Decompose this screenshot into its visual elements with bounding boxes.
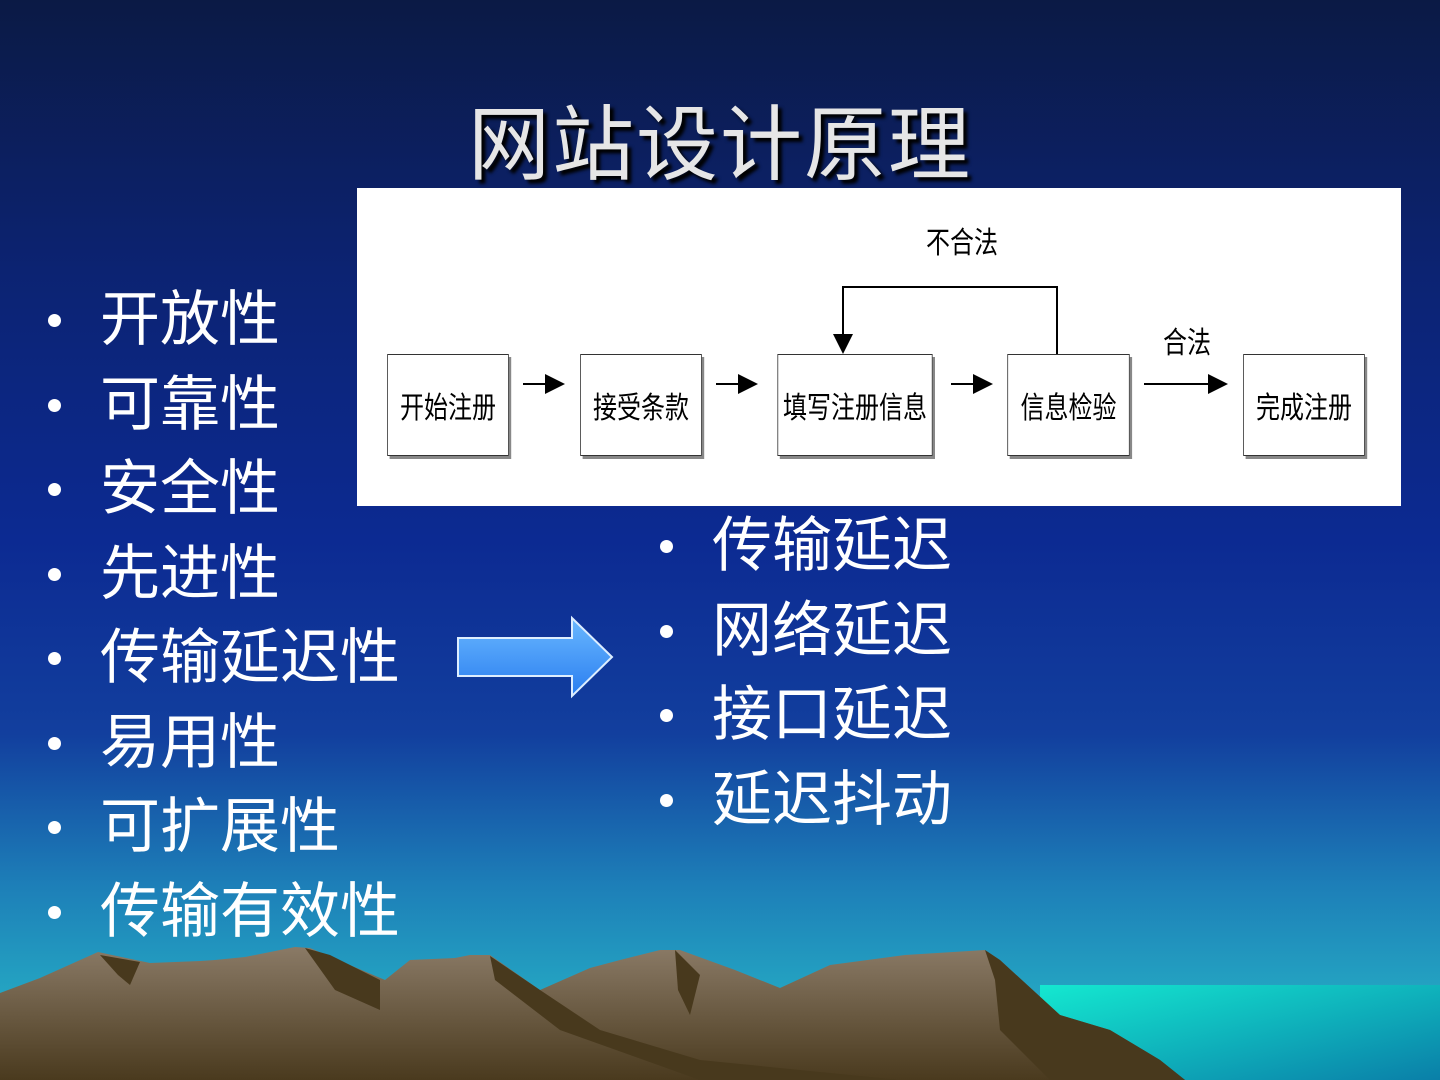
list-item-text: 网络延迟 (712, 595, 952, 666)
bullet-icon (660, 540, 673, 553)
list-item: 传输延迟 (660, 504, 952, 589)
list-item: 接口延迟 (660, 673, 952, 758)
mountains (0, 947, 1185, 1080)
right-arrow-shape (457, 615, 614, 699)
list-item-text: 接口延迟 (712, 680, 952, 750)
list-item-text: 可扩展性 (100, 792, 340, 862)
list-item: 传输延迟性 (48, 616, 400, 701)
principles-list: 开放性 可靠性 安全性 先进性 传输延迟性 易用性 可扩展性 传输有效性 (48, 278, 400, 955)
list-item-text: 延迟抖动 (712, 764, 952, 835)
invalid-label: 不合法 (926, 226, 998, 261)
list-item: 可靠性 (48, 363, 400, 448)
list-item-text: 可靠性 (100, 369, 280, 440)
bullet-icon (48, 905, 61, 919)
latency-list: 传输延迟 网络延迟 接口延迟 延迟抖动 (660, 504, 952, 843)
step-accept-terms: 接受条款 (580, 354, 702, 456)
list-item-text: 先进性 (100, 538, 280, 609)
bullet-icon (48, 652, 61, 665)
step-verify-info: 信息检验 (1007, 354, 1130, 456)
list-item-text: 安全性 (100, 454, 280, 524)
bullet-icon (48, 736, 61, 750)
list-item-text: 开放性 (100, 285, 280, 355)
bullet-icon (48, 821, 61, 834)
step-start-registration: 开始注册 (387, 354, 509, 456)
slide-title: 网站设计原理 (467, 98, 972, 193)
list-item: 开放性 (48, 278, 400, 363)
bullet-icon (48, 567, 61, 581)
list-item: 可扩展性 (48, 785, 400, 870)
step-complete-registration: 完成注册 (1243, 354, 1365, 456)
list-item: 易用性 (48, 701, 400, 786)
list-item-text: 传输延迟 (712, 511, 952, 581)
list-item-text: 传输延迟性 (100, 623, 400, 693)
bullet-icon (48, 314, 61, 327)
bullet-icon (48, 483, 61, 496)
bullet-icon (48, 398, 61, 412)
bullet-icon (660, 793, 673, 807)
list-item: 传输有效性 (48, 870, 400, 955)
valid-label: 合法 (1163, 326, 1211, 361)
list-item: 先进性 (48, 532, 400, 617)
list-item: 网络延迟 (660, 589, 952, 674)
list-item: 安全性 (48, 447, 400, 532)
list-item-text: 传输有效性 (100, 876, 400, 947)
registration-flow-diagram: 开始注册 接受条款 填写注册信息 信息检验 完成注册 不合法 合法 (357, 188, 1401, 506)
list-item: 延迟抖动 (660, 758, 952, 843)
step-fill-info: 填写注册信息 (777, 354, 933, 456)
bullet-icon (660, 624, 673, 638)
flow-connectors (523, 286, 1228, 394)
list-item-text: 易用性 (100, 707, 280, 778)
bullet-icon (660, 709, 673, 722)
